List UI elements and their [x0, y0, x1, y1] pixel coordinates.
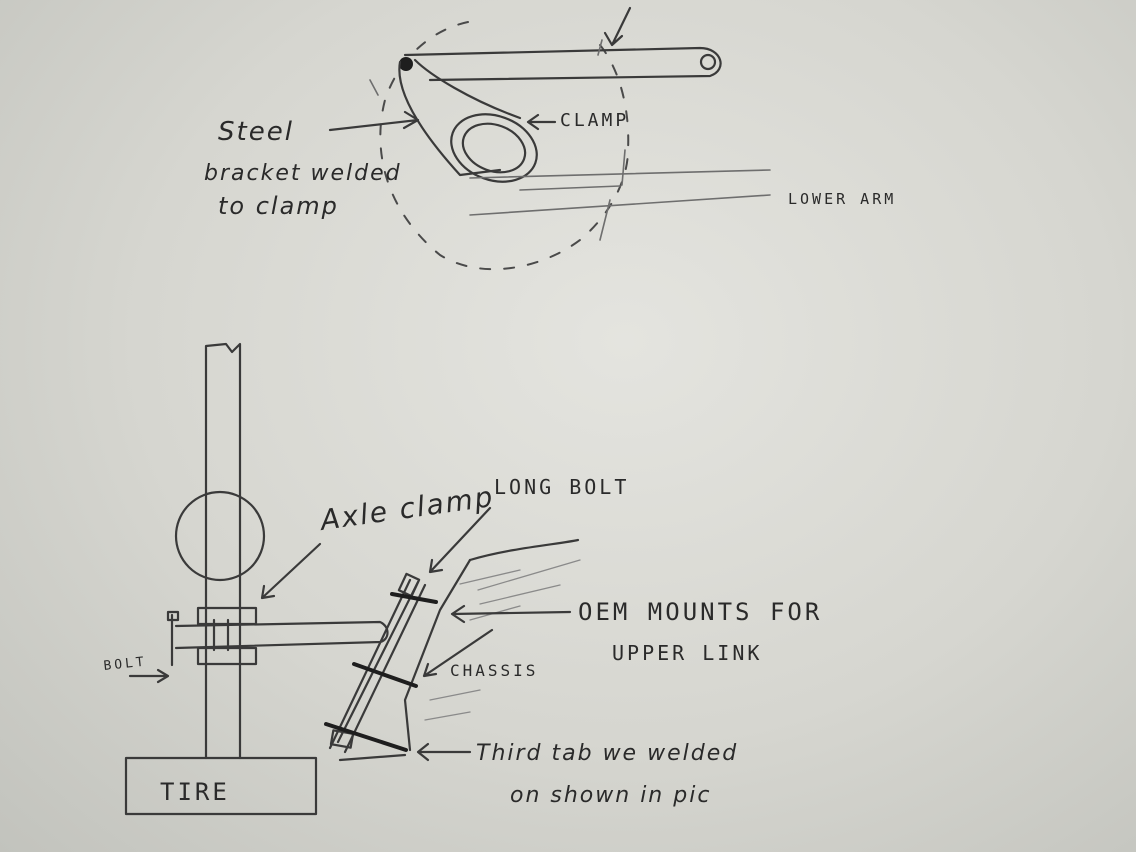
shock-ball: [174, 490, 266, 582]
chassis-bracket: [328, 558, 472, 754]
bracket-arm: [403, 46, 722, 82]
label-tire: TIRE: [160, 778, 230, 806]
clamp-inner: [461, 122, 527, 174]
label-lower-arm: LOWER ARM: [788, 190, 896, 208]
tab-top: [390, 592, 438, 604]
upper-link-arm: [174, 620, 389, 650]
label-clamp: CLAMP: [560, 110, 629, 131]
long-bolt-nut: [329, 729, 355, 749]
bracket-pointer-arrow: [328, 110, 420, 132]
third-tab-arrow: [416, 742, 472, 762]
long-bolt-head: [397, 572, 421, 598]
label-oem-mounts: OEM MOUNTS FOR: [578, 598, 822, 626]
bottom-sketch: [124, 342, 581, 816]
axle-clamp-arrow: [260, 542, 322, 600]
bracket-body: [398, 58, 522, 177]
tire-box: [124, 756, 318, 816]
label-to-clamp: to clamp: [218, 192, 339, 220]
label-bolt: BOLT: [103, 655, 148, 674]
chassis-hatch: [424, 559, 581, 721]
top-sketch: [328, 6, 771, 271]
top-arrow: [603, 6, 632, 47]
chassis-outline: [338, 538, 580, 762]
bracket-hole: [699, 53, 717, 71]
label-upper-link: UPPER LINK: [612, 641, 762, 665]
tab-third: [324, 722, 408, 752]
clamp-pointer-arrow: [526, 113, 557, 131]
long-bolt: [336, 580, 420, 744]
clamp-bolt: [166, 610, 230, 667]
tab-middle: [352, 662, 418, 688]
label-chassis: CHASSIS: [450, 661, 538, 680]
label-bracket-welded: bracket welded: [204, 161, 402, 186]
vertical-tube: [204, 342, 242, 760]
label-third-tab: Third tab we welded: [476, 741, 738, 766]
bolt-arrow: [128, 668, 170, 684]
tick-marks: [369, 39, 626, 241]
clamp-outer: [450, 113, 538, 183]
chassis-arrow: [422, 628, 494, 678]
label-shown-in-pic: on shown in pic: [510, 783, 711, 808]
label-long-bolt: LONG BOLT: [494, 475, 629, 499]
pivot-dot: [399, 57, 413, 71]
dashed-outline: [379, 21, 630, 271]
label-steel: Steel: [218, 117, 294, 147]
oem-mounts-arrow: [450, 604, 572, 624]
long-bolt-arrow: [428, 506, 492, 574]
lower-arm-line: [469, 169, 771, 216]
